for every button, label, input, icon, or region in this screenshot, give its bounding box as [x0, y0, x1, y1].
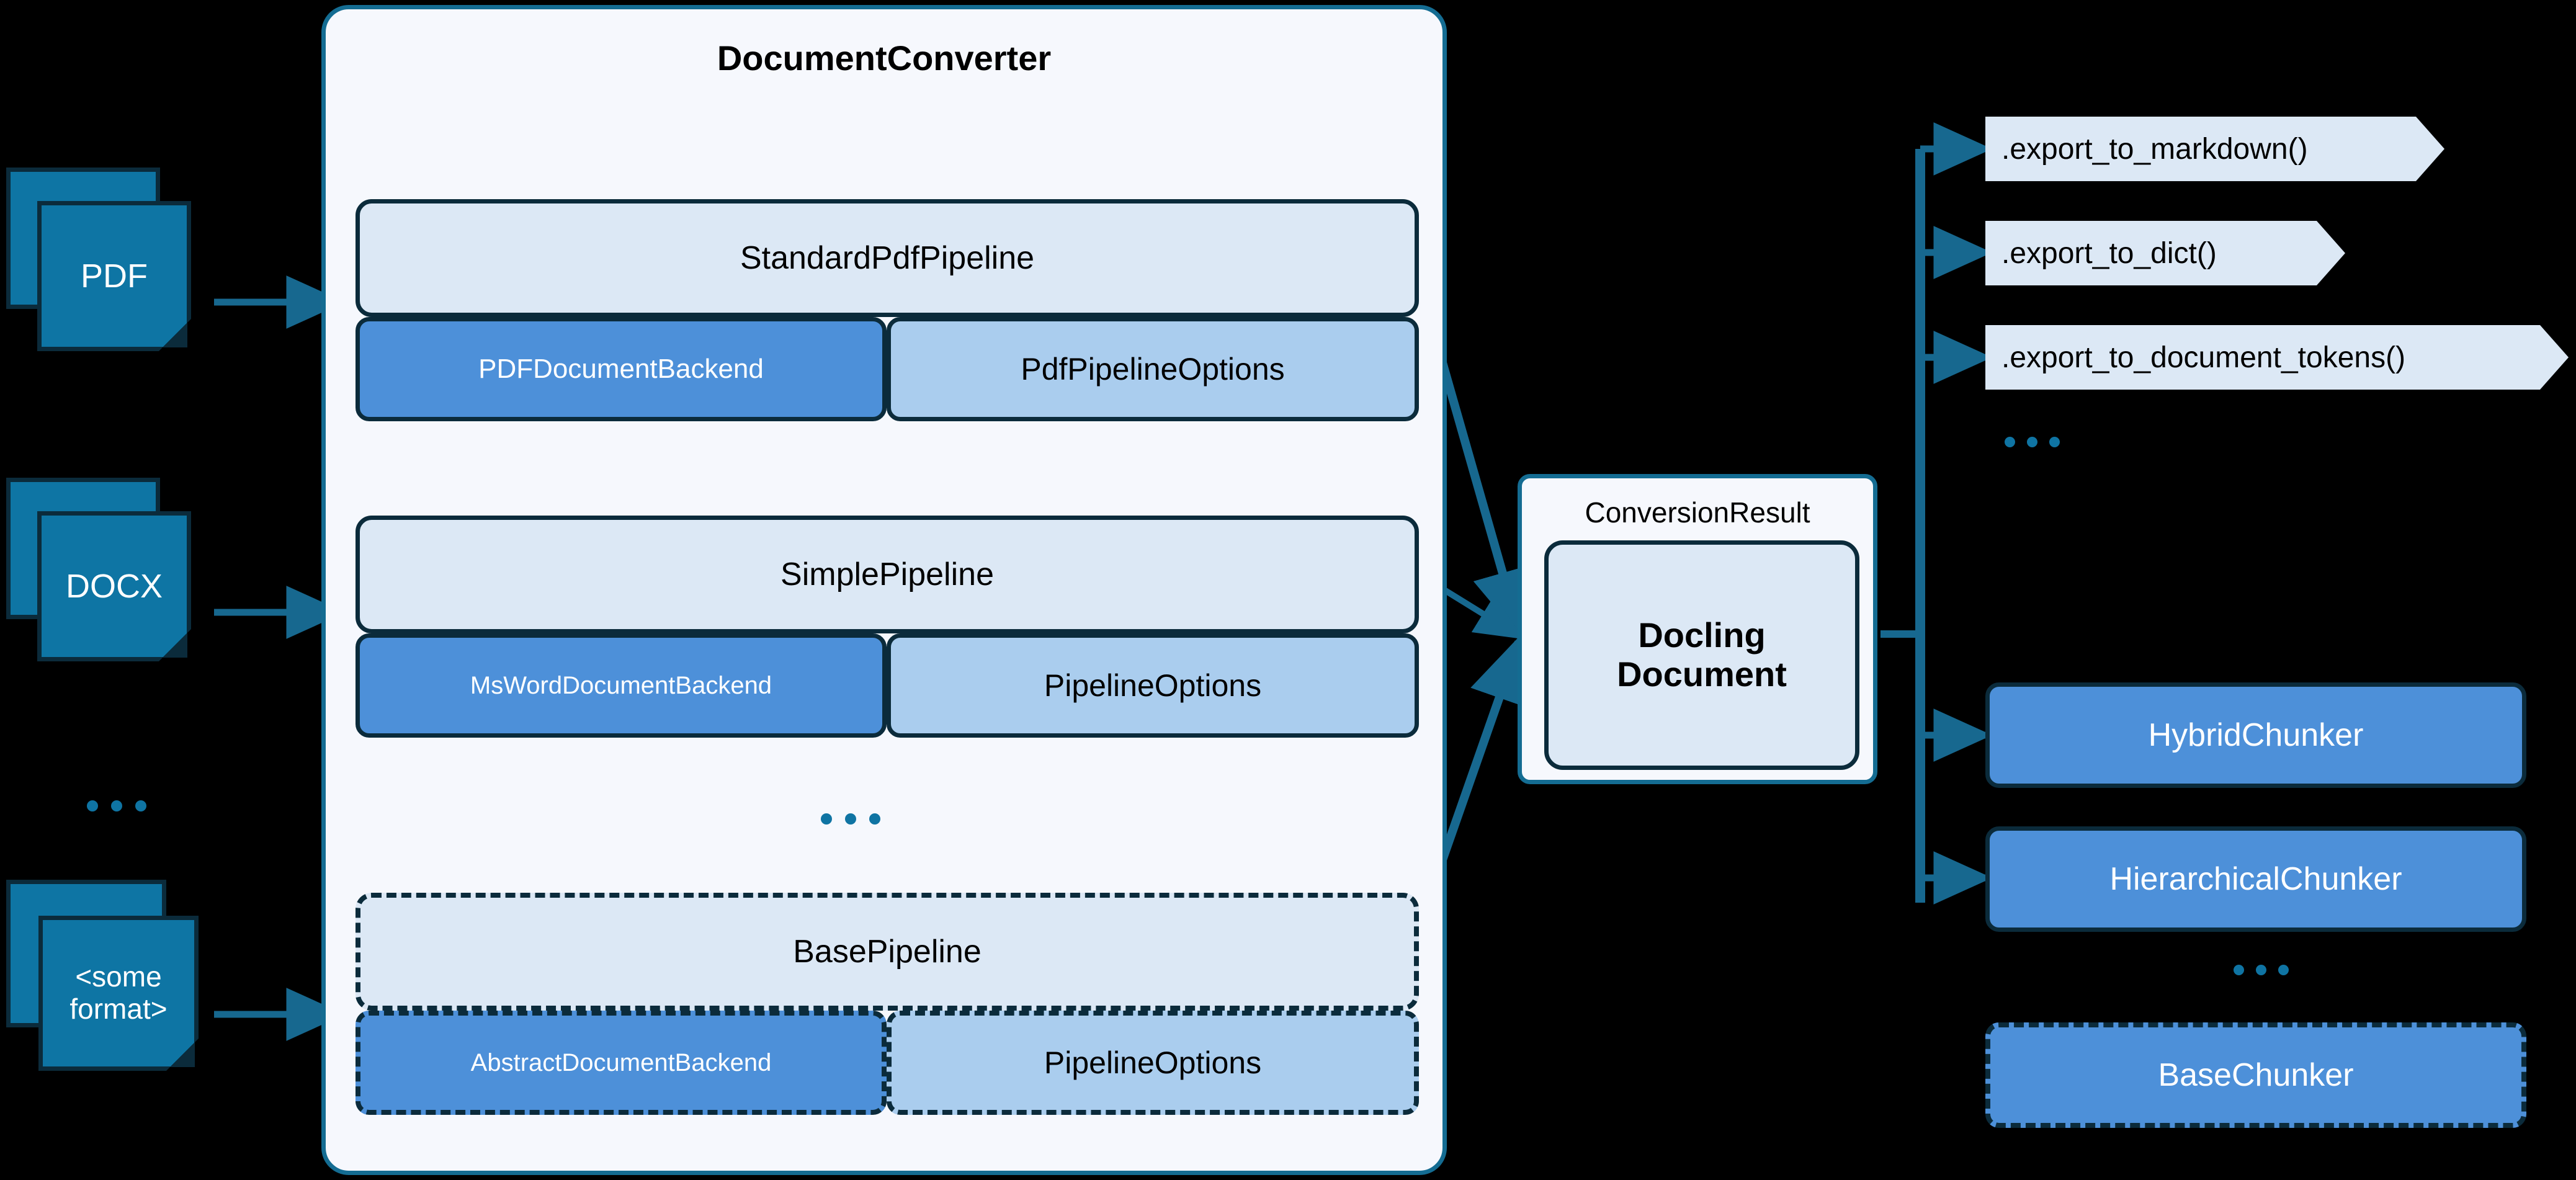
pipeline-header-simplepipeline[interactable]: SimplePipeline: [356, 516, 1419, 633]
page-title: DocumentConverter: [717, 38, 1052, 78]
page-fold-inner-icon: [170, 1042, 195, 1067]
input-ellipsis: [87, 800, 146, 811]
document-converter-panel: DocumentConverter StandardPdfPipeline PD…: [321, 5, 1447, 1175]
export-method-label: .export_to_dict(): [2001, 236, 2217, 270]
export-method-document-tokens[interactable]: .export_to_document_tokens(): [1985, 325, 2569, 390]
pipeline-backend-abstractdocumentbackend[interactable]: AbstractDocumentBackend: [356, 1011, 887, 1115]
chunker-basechunker[interactable]: BaseChunker: [1985, 1022, 2526, 1128]
input-document-label: PDF: [81, 257, 148, 295]
docling-document-box[interactable]: Docling Document: [1544, 540, 1859, 770]
export-method-label: .export_to_markdown(): [2001, 132, 2308, 166]
pipeline-options-basepipelineoptions[interactable]: PipelineOptions: [887, 1011, 1419, 1115]
pipeline-options-pdfpipelineoptions[interactable]: PdfPipelineOptions: [887, 317, 1419, 421]
input-document-label: DOCX: [65, 567, 163, 605]
export-method-label: .export_to_document_tokens(): [2001, 341, 2406, 374]
page-fold-inner-icon: [163, 633, 187, 658]
input-document-pdf[interactable]: PDF: [6, 168, 211, 354]
docling-document-label: Docling Document: [1617, 615, 1787, 694]
export-method-markdown[interactable]: .export_to_markdown(): [1985, 117, 2444, 181]
chunker-hierarchicalchunker[interactable]: HierarchicalChunker: [1985, 826, 2526, 932]
export-method-dict[interactable]: .export_to_dict(): [1985, 221, 2345, 285]
input-document-label: <some format>: [69, 960, 168, 1025]
conversion-result-label: ConversionResult: [1585, 496, 1810, 529]
pipeline-ellipsis: [821, 813, 880, 825]
chunker-hybridchunker[interactable]: HybridChunker: [1985, 682, 2526, 788]
chunker-ellipsis: [2234, 965, 2289, 975]
pipeline-backend-msworddocumentbackend[interactable]: MsWordDocumentBackend: [356, 633, 887, 738]
pipeline-options-pipelineoptions[interactable]: PipelineOptions: [887, 633, 1419, 738]
page-fold-inner-icon: [163, 323, 187, 347]
pipeline-backend-pdfdocumentbackend[interactable]: PDFDocumentBackend: [356, 317, 887, 421]
input-document-other[interactable]: <some format>: [6, 880, 217, 1072]
pipeline-header-basepipeline[interactable]: BasePipeline: [356, 893, 1419, 1011]
input-document-docx[interactable]: DOCX: [6, 478, 211, 664]
conversion-result-panel: ConversionResult Docling Document: [1518, 474, 1877, 784]
export-ellipsis: [2005, 437, 2060, 447]
pipeline-header-standardpdfpipeline[interactable]: StandardPdfPipeline: [356, 199, 1419, 317]
